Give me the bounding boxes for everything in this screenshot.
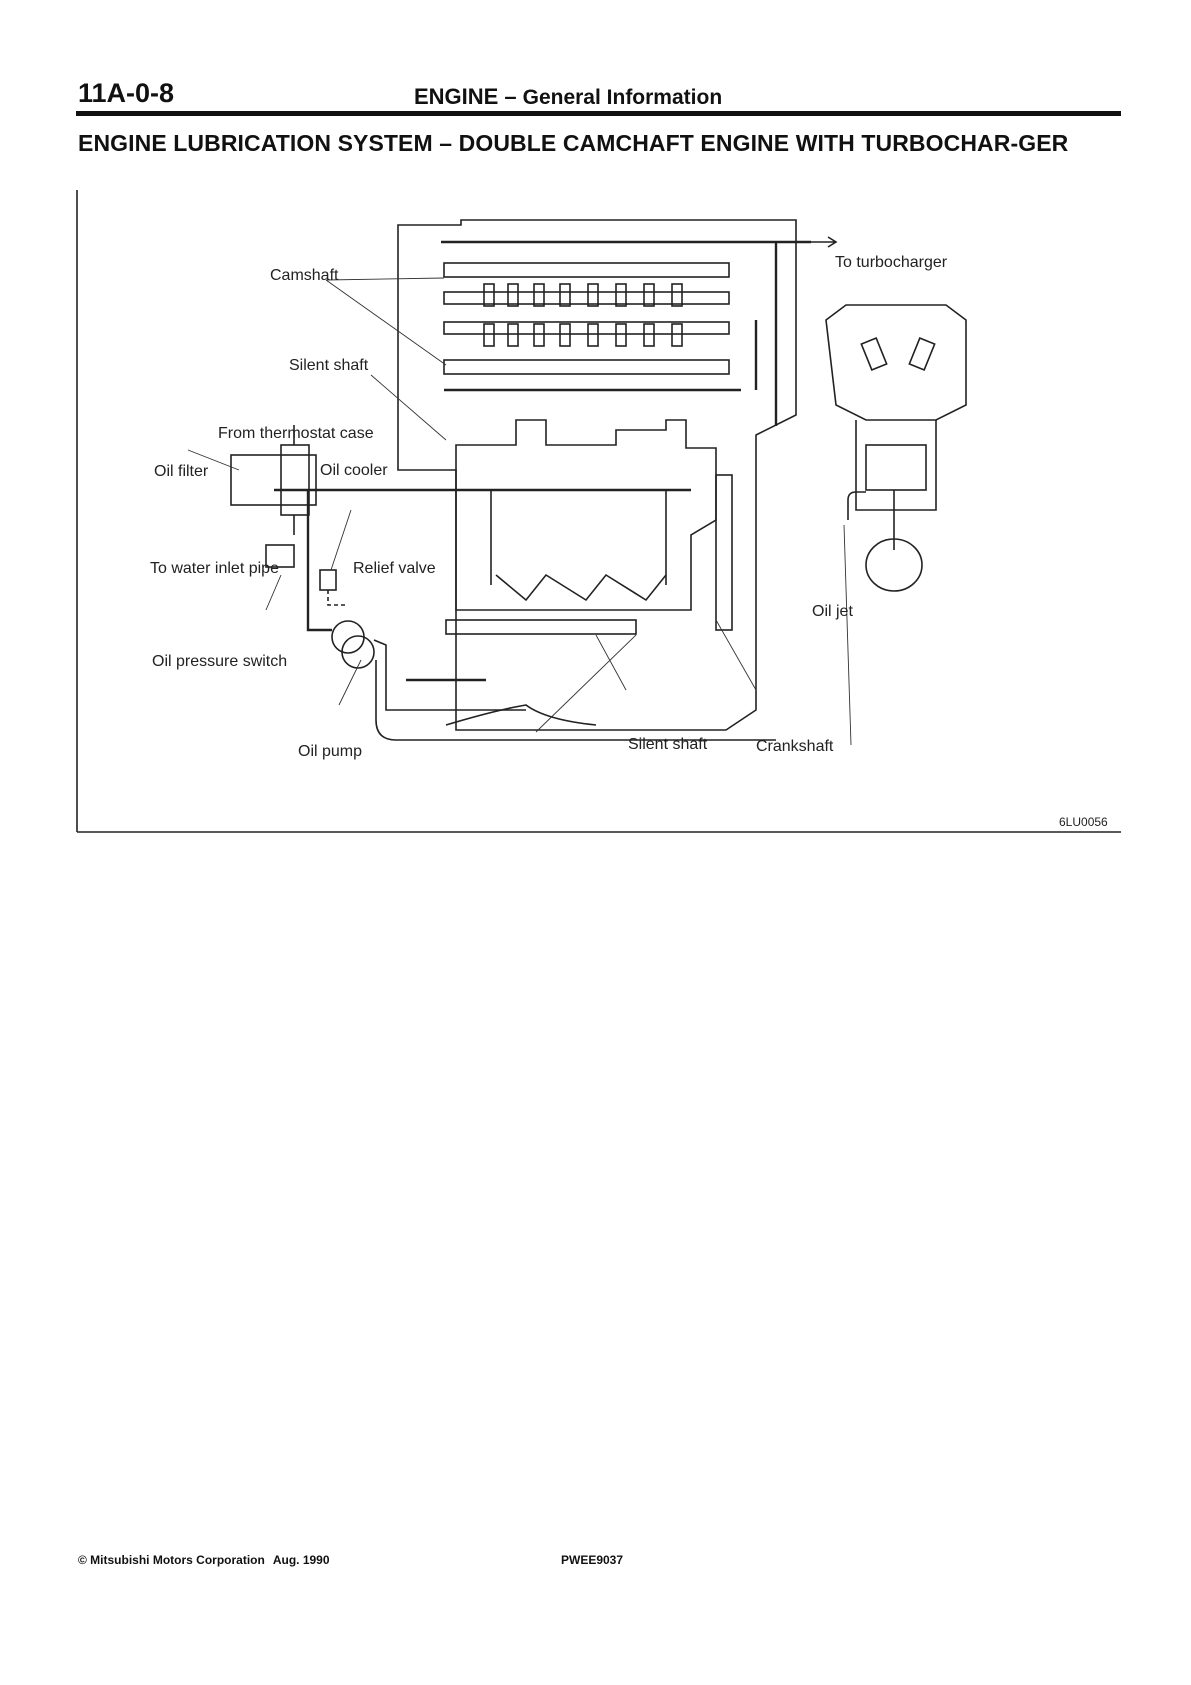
label-oil-filter: Oil filter bbox=[154, 463, 209, 480]
label-oil-jet: Oil jet bbox=[812, 603, 853, 620]
label-to-water-inlet: To water inlet pipe bbox=[150, 560, 279, 577]
pump-outlet bbox=[373, 639, 526, 711]
lifter-row-lower bbox=[483, 323, 683, 347]
cylinder-head-outline bbox=[397, 219, 797, 731]
relief-return bbox=[327, 590, 346, 606]
label-oil-cooler: Oil cooler bbox=[320, 462, 388, 479]
header-dash: – bbox=[504, 84, 517, 109]
cross-section-valve-1 bbox=[860, 336, 888, 372]
lubrication-diagram: Camshaft Silent shaft From thermostat ca… bbox=[76, 190, 1122, 833]
page-title: ENGINE LUBRICATION SYSTEM – DOUBLE CAMCH… bbox=[78, 130, 1069, 156]
label-camshaft: Camshaft bbox=[270, 267, 339, 284]
cross-section-piston bbox=[865, 444, 927, 491]
label-relief-valve: Relief valve bbox=[353, 560, 436, 577]
cross-section-bore bbox=[855, 420, 937, 511]
strainer bbox=[445, 704, 597, 726]
cross-section-head bbox=[825, 304, 967, 421]
page-number: 11A-0-8 bbox=[78, 78, 175, 108]
label-silent-shaft-bottom: Silent shaft bbox=[628, 736, 708, 753]
diagram-drawing bbox=[76, 190, 1121, 833]
footer-copyright: © Mitsubishi Motors Corporation bbox=[78, 1553, 265, 1567]
pressure-switch-body bbox=[265, 544, 295, 568]
engine-block bbox=[455, 419, 717, 611]
oil-pump-gear-2 bbox=[341, 635, 375, 669]
camshaft-2 bbox=[443, 291, 730, 305]
oil-cooler-body bbox=[280, 444, 310, 516]
footer-left: © Mitsubishi Motors Corporation Aug. 1990 bbox=[78, 1553, 338, 1567]
lifter-row-upper bbox=[483, 283, 683, 307]
lower-silent-shaft bbox=[445, 619, 637, 635]
camshaft-3 bbox=[443, 321, 730, 335]
figure-id: 6LU0056 bbox=[1059, 815, 1108, 829]
header-rule bbox=[76, 111, 1121, 116]
label-oil-pressure-switch: Oil pressure switch bbox=[152, 653, 288, 670]
relief-valve-body bbox=[319, 569, 337, 591]
label-silent-shaft-top: Silent shaft bbox=[289, 357, 369, 374]
label-to-turbocharger: To turbocharger bbox=[835, 254, 948, 271]
label-crankshaft: Crankshaft bbox=[756, 738, 834, 755]
timing-cover bbox=[715, 474, 733, 631]
camshaft-4 bbox=[443, 359, 730, 375]
footer-date: Aug. 1990 bbox=[272, 1553, 330, 1567]
camshaft-1 bbox=[443, 262, 730, 278]
subsection-name: General Information bbox=[522, 86, 723, 109]
turbo-arrow bbox=[811, 236, 838, 248]
label-oil-pump: Oil pump bbox=[298, 743, 363, 760]
section-header: ENGINE–General Information bbox=[414, 84, 722, 110]
oil-jet-nozzle bbox=[847, 491, 866, 520]
footer-code: PWEE9037 bbox=[561, 1553, 624, 1567]
oil-pan bbox=[375, 660, 776, 741]
oil-filter-body bbox=[230, 454, 317, 506]
oil-pump-gear-1 bbox=[331, 620, 365, 654]
crank-throws bbox=[495, 573, 667, 602]
pump-feed bbox=[306, 490, 332, 632]
section-name: ENGINE bbox=[414, 84, 499, 109]
cross-section-valve-2 bbox=[908, 336, 936, 372]
label-from-thermostat: From thermostat case bbox=[218, 425, 374, 442]
